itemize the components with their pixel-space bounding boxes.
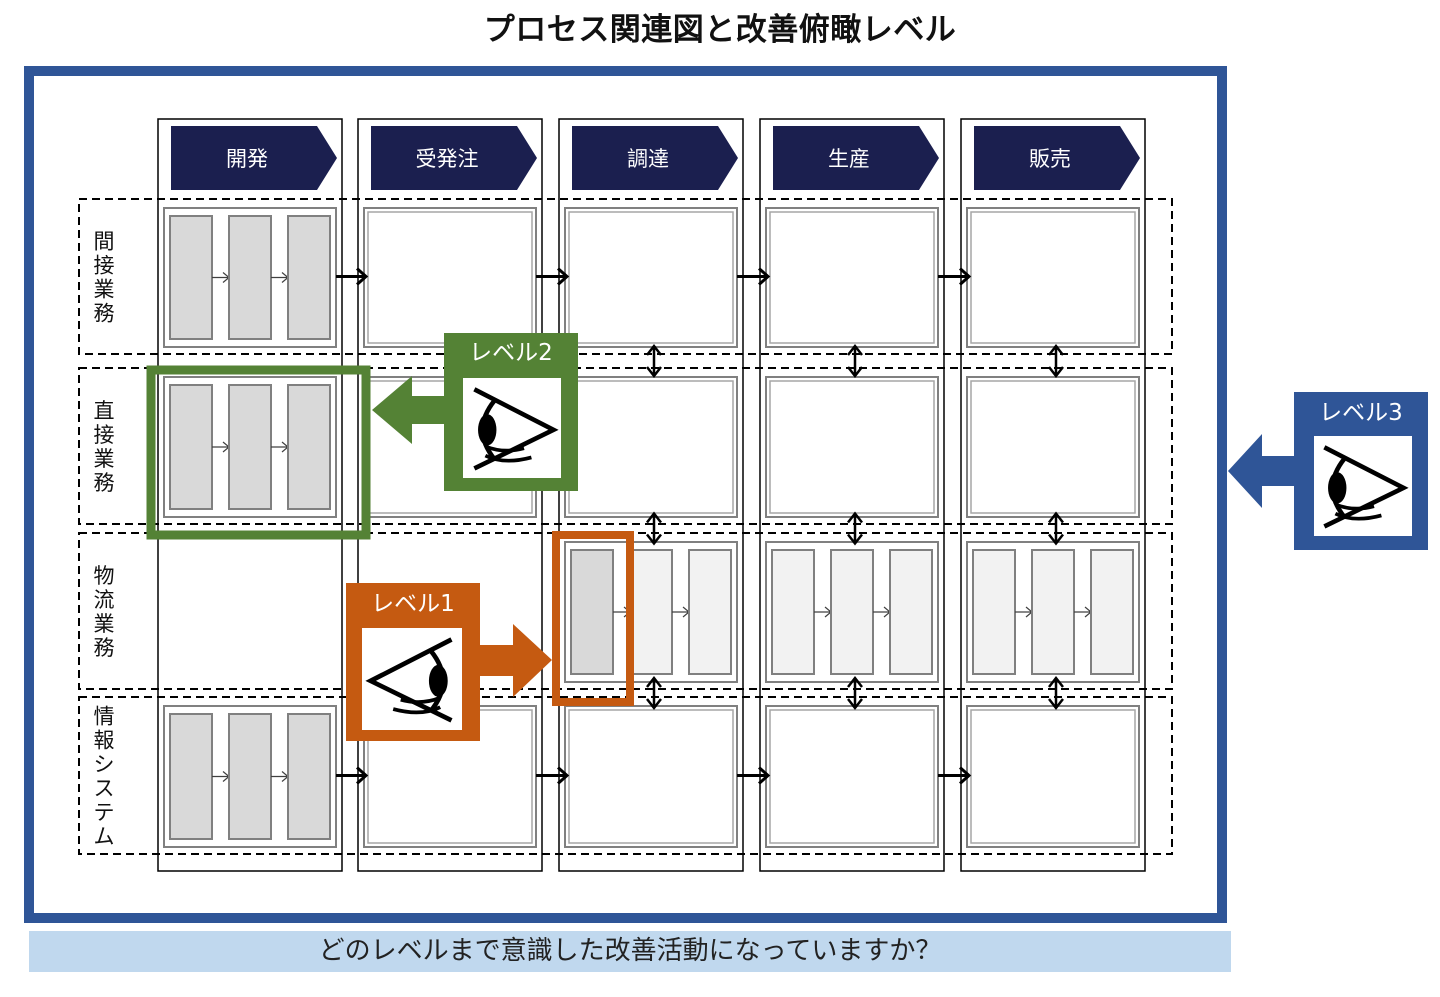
phase-label: 生産 [828, 147, 870, 171]
row-label: 情報システム [94, 705, 115, 849]
phase-column [759, 118, 945, 872]
process-step [169, 384, 213, 510]
level3-label: レベル3 [1319, 400, 1403, 426]
phase-column [558, 118, 744, 872]
flow-arrow [536, 267, 570, 286]
link-arrow [1048, 511, 1064, 546]
process-cell [363, 207, 537, 348]
link-arrow [1048, 343, 1064, 379]
process-cell [765, 376, 939, 518]
level2-highlight [146, 365, 371, 540]
flow-arrow [938, 267, 972, 286]
process-cell [966, 705, 1140, 848]
level1-group: レベル1 [346, 531, 634, 741]
phase-header [773, 126, 939, 190]
row-label: 直接業務 [94, 399, 115, 495]
process-step [972, 549, 1016, 675]
link-arrow [847, 343, 863, 379]
process-step [287, 384, 331, 510]
process-step [570, 549, 614, 675]
row-label: 物流業務 [94, 564, 115, 660]
process-step [169, 713, 213, 840]
flow-arrow [737, 766, 771, 785]
process-cell [765, 207, 939, 348]
process-step [169, 215, 213, 340]
phase-header [974, 126, 1140, 190]
link-arrow [1048, 675, 1064, 711]
row-band [78, 198, 1173, 355]
process-step [287, 713, 331, 840]
flow-arrow [938, 766, 972, 785]
phase-label: 販売 [1029, 147, 1071, 171]
phase-column [357, 118, 543, 872]
phase-label: 調達 [627, 147, 669, 171]
phase-column [157, 118, 343, 872]
link-arrow [646, 675, 662, 711]
process-cell [564, 705, 738, 848]
process-cell [564, 376, 738, 518]
flow-arrow [336, 267, 369, 286]
phase-label: 開発 [226, 147, 268, 171]
level3-arrow [1228, 434, 1296, 508]
process-step [889, 549, 933, 675]
flow-arrow [336, 766, 369, 785]
process-step [1090, 549, 1134, 675]
row-label: 間接業務 [94, 230, 115, 326]
process-cell [765, 705, 939, 848]
process-step [629, 549, 673, 675]
process-cell [966, 207, 1140, 348]
row-band [78, 696, 1173, 855]
process-step [771, 549, 815, 675]
phase-header [171, 126, 337, 190]
phase-column [960, 118, 1146, 872]
process-cell [966, 376, 1140, 518]
process-step [830, 549, 874, 675]
flow-arrow [737, 267, 771, 286]
process-cell [564, 207, 738, 348]
phase-header [572, 126, 738, 190]
process-step [228, 384, 272, 510]
level2-label: レベル2 [469, 340, 553, 366]
process-step [287, 215, 331, 340]
process-step [688, 549, 732, 675]
level1-label: レベル1 [371, 591, 455, 617]
level3-frame [24, 66, 1227, 923]
row-band [78, 367, 1173, 525]
link-arrow [847, 511, 863, 546]
link-arrow [847, 675, 863, 711]
level2-group: レベル2 [146, 333, 578, 540]
process-step [228, 215, 272, 340]
process-step [1031, 549, 1075, 675]
page-title: プロセス関連図と改善俯瞰レベル [483, 12, 957, 48]
question-bar: どのレベルまで意識した改善活動になっていますか？ [29, 931, 1231, 972]
level1-highlight [552, 531, 634, 706]
flow-arrow [536, 766, 570, 785]
link-arrow [646, 511, 662, 546]
phase-label: 受発注 [416, 147, 479, 171]
link-arrow [646, 343, 662, 379]
level2-arrow [372, 376, 446, 444]
phase-header [371, 126, 537, 190]
process-step [228, 713, 272, 840]
level3-group: レベル3 [1228, 392, 1428, 550]
level1-arrow [478, 624, 552, 697]
